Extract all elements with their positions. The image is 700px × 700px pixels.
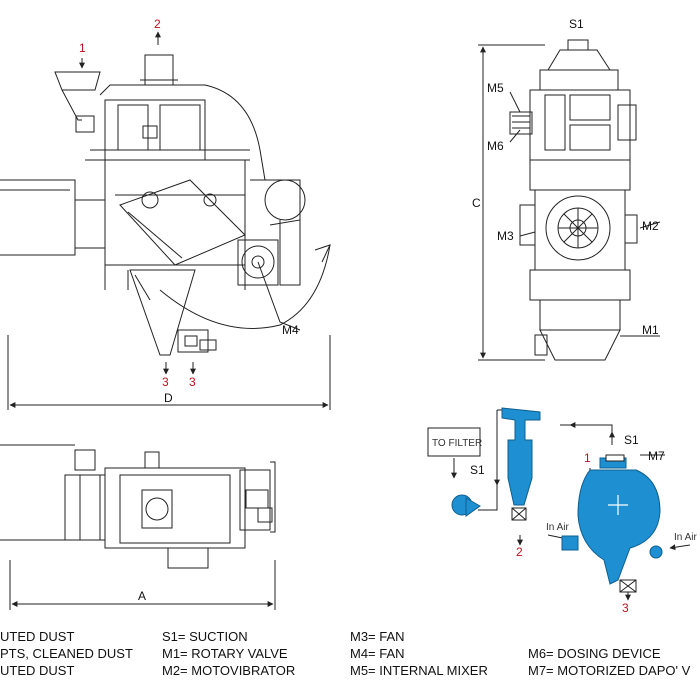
legend-item-m6: M6= DOSING DEVICE — [528, 646, 661, 661]
label-m3: M3 — [497, 229, 514, 243]
legend-col-2: S1= SUCTION M1= ROTARY VALVE M2= MOTOVIB… — [162, 628, 295, 679]
legend-item: PTS, CLEANED DUST — [0, 646, 133, 661]
flow-s1-left: S1 — [470, 463, 485, 477]
front-view — [478, 39, 661, 361]
label-m1: M1 — [642, 323, 659, 337]
flow-marker-3: 3 — [622, 601, 629, 615]
label-m5: M5 — [487, 81, 504, 95]
in-air-right-label: In Air — [674, 532, 697, 543]
marker-3a-side: 3 — [162, 375, 169, 389]
flow-marker-1: 1 — [584, 451, 591, 465]
label-m6: M6 — [487, 139, 504, 153]
legend-item-m3: M3= FAN — [350, 629, 405, 644]
legend-col-1: UTED DUST PTS, CLEANED DUST UTED DUST — [0, 628, 133, 679]
to-filter-label: TO FILTER — [432, 438, 482, 449]
legend-item-m5: M5= INTERNAL MIXER — [350, 663, 488, 678]
dim-d-label: D — [164, 391, 173, 405]
motor-m4-label: M4 — [282, 323, 299, 337]
label-m2: M2 — [642, 219, 659, 233]
legend-item: UTED DUST — [0, 663, 75, 678]
label-s1-front: S1 — [569, 17, 584, 31]
side-view — [0, 31, 331, 410]
flow-diagram — [427, 407, 691, 601]
legend-item: UTED DUST — [0, 629, 75, 644]
in-air-left-label: In Air — [546, 522, 569, 533]
marker-3b-side: 3 — [189, 375, 196, 389]
legend-item-m4: M4= FAN — [350, 646, 405, 661]
legend-col-4: M6= DOSING DEVICE M7= MOTORIZED DAPO' V — [528, 628, 690, 679]
legend-item-m1: M1= ROTARY VALVE — [162, 646, 288, 661]
flow-marker-2: 2 — [516, 545, 523, 559]
legend-item-empty — [528, 628, 690, 645]
marker-1-side: 1 — [79, 41, 86, 55]
dim-c-label: C — [472, 196, 481, 210]
legend-col-3: M3= FAN M4= FAN M5= INTERNAL MIXER — [350, 628, 488, 679]
flow-m7: M7 — [648, 449, 665, 463]
marker-2-side: 2 — [154, 17, 161, 31]
legend-item-m2: M2= MOTOVIBRATOR — [162, 663, 296, 678]
legend-item-m7: M7= MOTORIZED DAPO' V — [528, 663, 691, 678]
legend-item-s1: S1= SUCTION — [162, 629, 248, 644]
dim-a-label: A — [138, 589, 146, 603]
flow-s1-right: S1 — [624, 433, 639, 447]
top-view — [0, 444, 276, 610]
